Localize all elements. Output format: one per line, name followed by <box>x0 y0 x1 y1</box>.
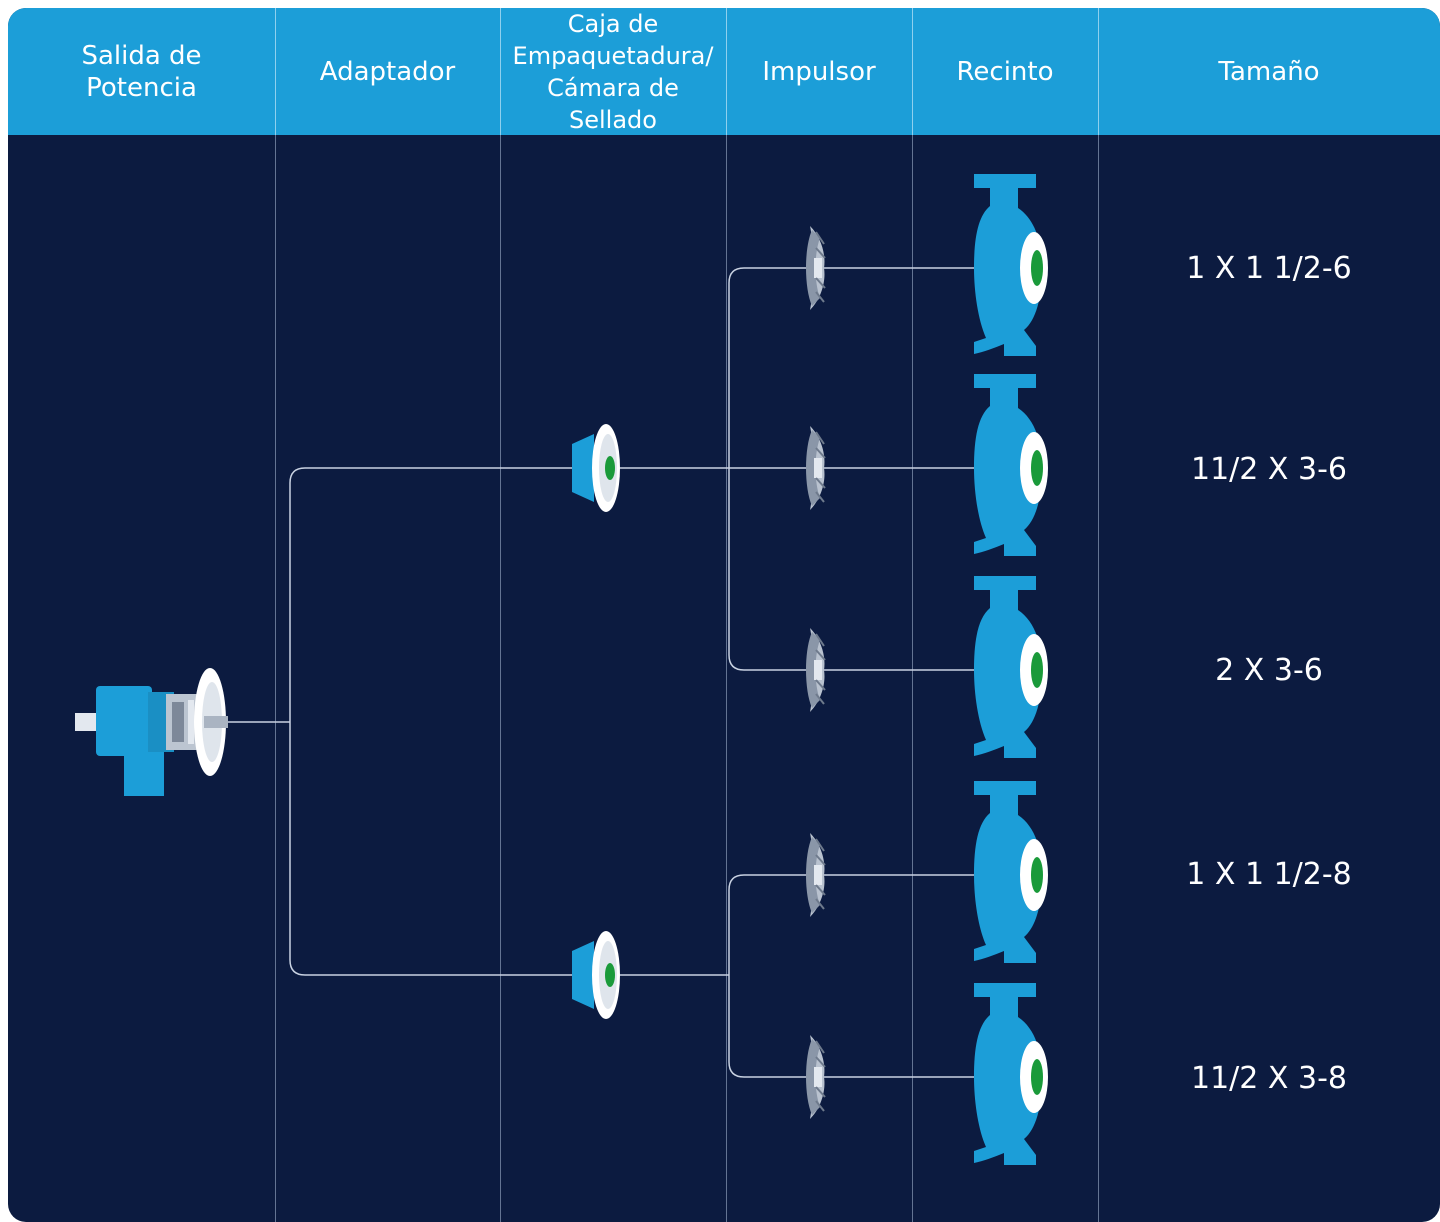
header-stuffing-box: Caja de Empaquetadura/ Cámara de Sellado <box>512 9 714 134</box>
header-power-end: Salida de Potencia <box>81 40 202 103</box>
impeller-icon <box>805 1034 826 1120</box>
impeller-icon <box>805 832 826 918</box>
diagram-drawing <box>75 174 1048 1165</box>
seal-chamber-icon <box>572 931 620 1019</box>
casing-icon <box>974 576 1048 758</box>
header-adapter: Adaptador <box>319 56 456 87</box>
impeller-icon <box>805 225 826 311</box>
header-divider <box>726 8 727 135</box>
size-label: 1 X 1 1/2-6 <box>1186 251 1352 286</box>
size-label: 11/2 X 3-6 <box>1191 452 1347 487</box>
power-end-illustration <box>75 668 228 796</box>
size-label: 11/2 X 3-8 <box>1191 1061 1347 1096</box>
size-label: 1 X 1 1/2-8 <box>1186 857 1352 892</box>
header-row: Salida de Potencia Adaptador Caja de Emp… <box>8 8 1440 135</box>
header-divider <box>912 8 913 135</box>
column-divider <box>1098 135 1099 1222</box>
seal-chamber-icon <box>572 424 620 512</box>
header-casing: Recinto <box>956 56 1054 87</box>
impeller-icon <box>805 425 826 511</box>
column-divider <box>912 135 913 1222</box>
pump-configuration-diagram: Salida de Potencia Adaptador Caja de Emp… <box>8 8 1440 1222</box>
header-size: Tamaño <box>1218 56 1320 87</box>
size-label: 2 X 3-6 <box>1215 653 1323 688</box>
impeller-icon <box>805 627 826 713</box>
casing-icon <box>974 781 1048 963</box>
casing-icon <box>974 983 1048 1165</box>
column-divider <box>500 135 501 1222</box>
header-divider <box>500 8 501 135</box>
connector-lines <box>228 267 974 1078</box>
header-divider <box>1098 8 1099 135</box>
header-impeller: Impulsor <box>762 56 876 87</box>
casing-icon <box>974 174 1048 356</box>
column-divider <box>275 135 276 1222</box>
header-divider <box>275 8 276 135</box>
column-divider <box>726 135 727 1222</box>
casing-icon <box>974 374 1048 556</box>
